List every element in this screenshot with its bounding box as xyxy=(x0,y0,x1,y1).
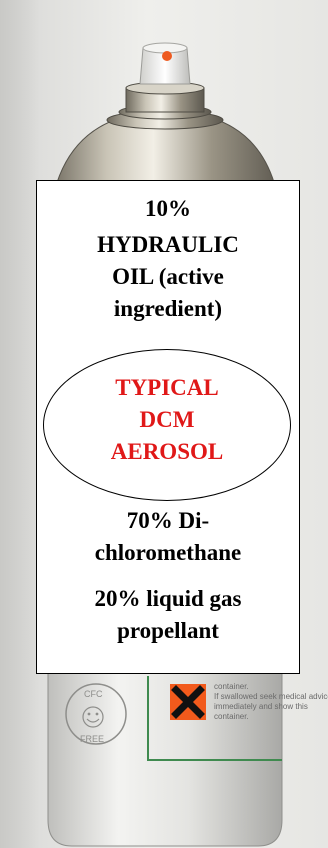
composition-notice: 10% HYDRAULIC OIL (active ingredient) TY… xyxy=(36,180,300,674)
cfc-badge-bottom: FREE xyxy=(80,734,105,744)
notice-line-1: 10% xyxy=(145,196,191,221)
harmful-x-icon xyxy=(170,684,206,720)
notice-line-2: HYDRAULIC xyxy=(97,232,239,257)
aerosol-ellipse: TYPICAL DCM AEROSOL xyxy=(43,349,291,501)
cfc-badge-top: CFC xyxy=(84,689,103,699)
warning-line-2: If swallowed seek medical advice xyxy=(214,692,328,701)
warning-line-1: container. xyxy=(214,682,249,691)
notice-line-4: ingredient) xyxy=(113,296,223,321)
nozzle xyxy=(162,51,172,61)
ellipse-line-2: DCM xyxy=(139,407,195,432)
warning-line-4: container. xyxy=(214,712,249,721)
notice-line-6: chloromethane xyxy=(94,540,242,565)
notice-line-5: 70% Di- xyxy=(126,508,210,533)
ellipse-line-3: AEROSOL xyxy=(110,439,224,464)
notice-line-8: propellant xyxy=(117,618,219,643)
warning-line-3: immediately and show this xyxy=(214,702,308,711)
cfc-free-badge xyxy=(65,683,127,745)
notice-line-3: OIL (active xyxy=(112,264,224,289)
can-label-frame xyxy=(147,676,282,761)
ellipse-line-1: TYPICAL xyxy=(115,375,219,400)
notice-line-7: 20% liquid gas xyxy=(94,586,242,611)
